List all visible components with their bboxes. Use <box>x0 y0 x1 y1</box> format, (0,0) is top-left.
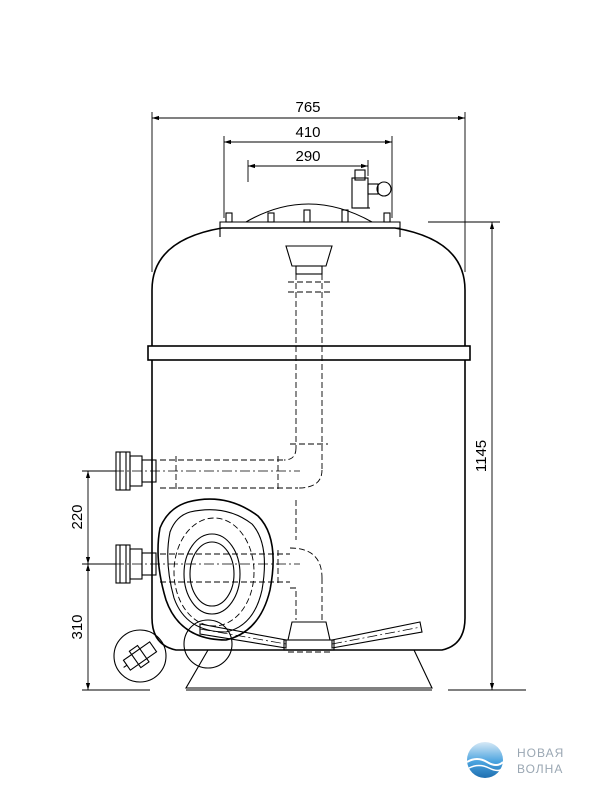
logo-text-line1: НОВАЯ <box>517 746 565 760</box>
air-valve <box>351 169 392 209</box>
internal-pipe <box>160 245 423 653</box>
logo-text-line2: ВОЛНА <box>517 762 564 776</box>
lower-port <box>96 544 300 584</box>
dim-lower-port-height: 310 <box>69 614 86 639</box>
dimension-lines <box>82 112 526 691</box>
upper-port <box>96 451 300 491</box>
dim-total-width: 765 <box>295 99 320 116</box>
manhole-cover <box>157 498 274 641</box>
dim-lid-inner-width: 290 <box>295 148 320 165</box>
dim-height: 1145 <box>473 440 490 472</box>
dim-lid-width: 410 <box>295 124 320 141</box>
tank-body <box>147 203 471 691</box>
drain-valve <box>113 619 233 683</box>
brand-logo-icon <box>466 742 504 778</box>
dim-port-spacing: 220 <box>69 504 86 529</box>
